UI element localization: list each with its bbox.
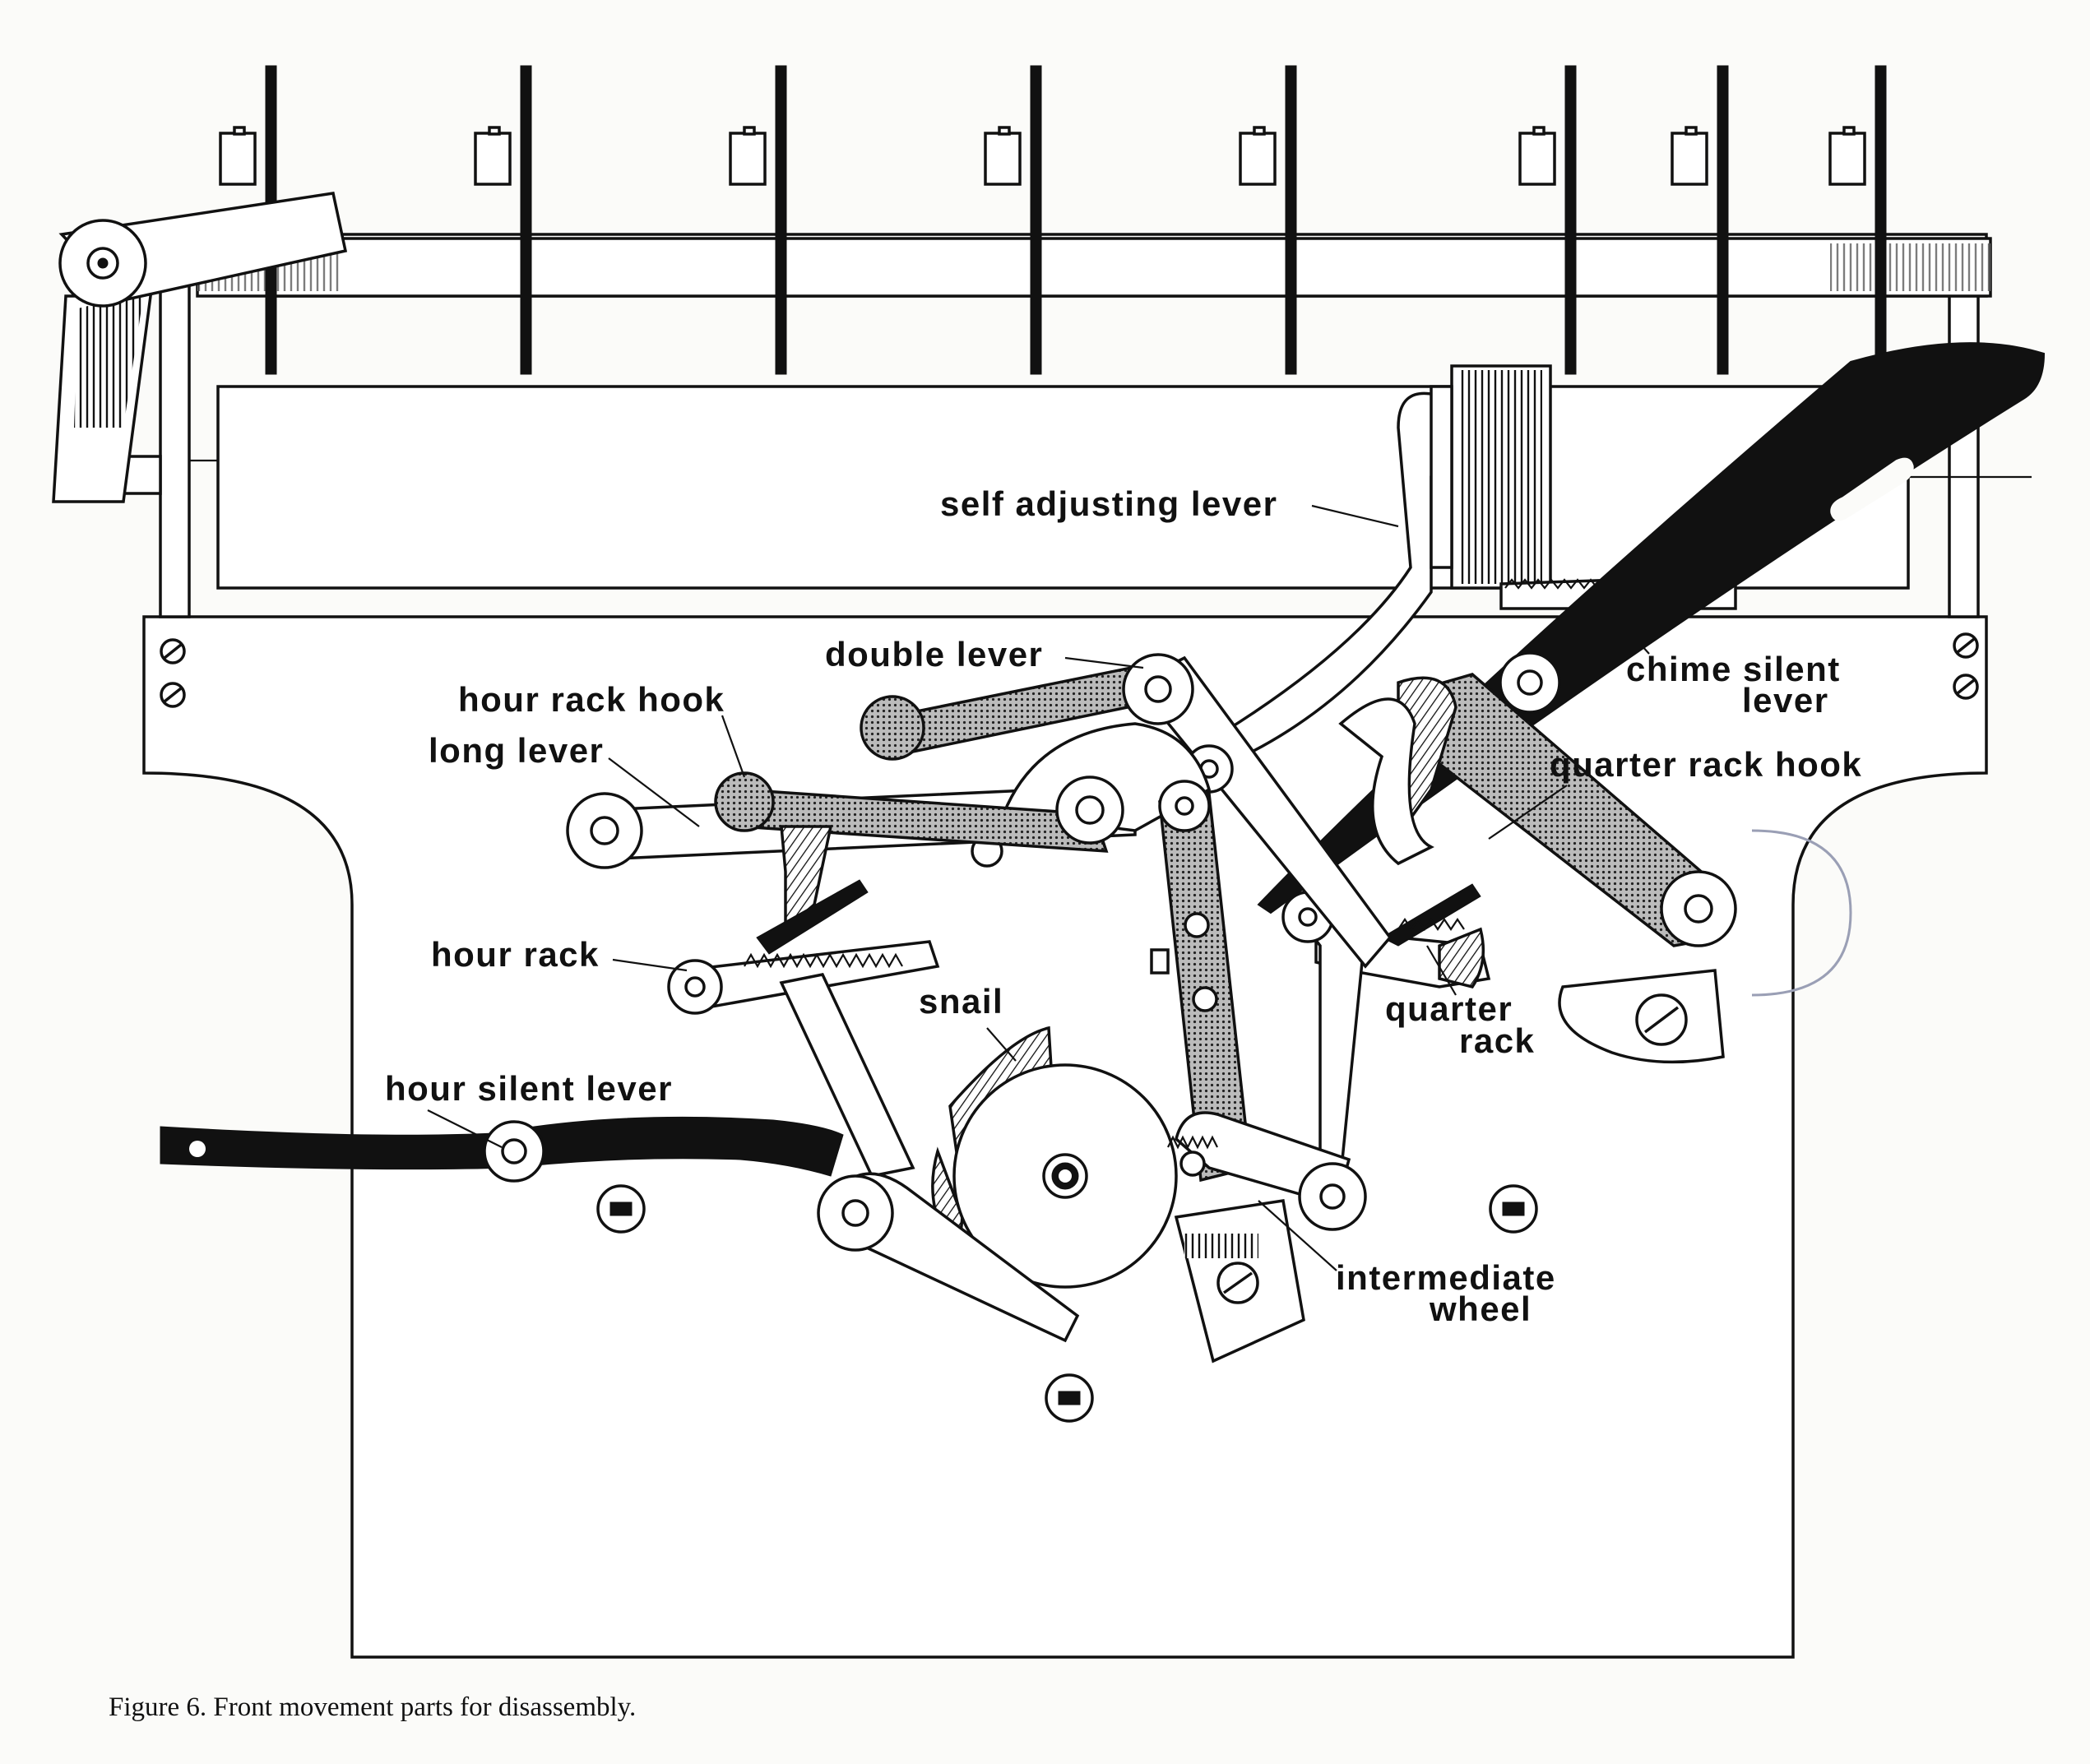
label-quarter-rack-line1: quarter xyxy=(1385,989,1513,1028)
intermediate-wheel xyxy=(1167,1111,1367,1364)
label-chime-silent-lever-line1: chime silent xyxy=(1626,650,1841,688)
rack-link xyxy=(1150,780,1252,1183)
label-hour-rack-hook: hour rack hook xyxy=(458,680,725,719)
rack-tail xyxy=(817,1172,1080,1343)
label-hour-rack: hour rack xyxy=(431,935,600,974)
hammer-row xyxy=(219,65,1887,375)
mounting-screw-icon xyxy=(596,1184,1538,1423)
label-intermediate-wheel-line1: intermediate xyxy=(1336,1258,1556,1297)
label-self-adjusting-lever: self adjusting lever xyxy=(940,484,1277,523)
label-quarter-rack-hook: quarter rack hook xyxy=(1550,745,1862,784)
label-snail: snail xyxy=(919,982,1003,1021)
figure-caption: Figure 6. Front movement parts for disas… xyxy=(109,1692,637,1722)
quarter-rack-hook xyxy=(1338,673,1737,947)
hammer-shaft xyxy=(196,237,1992,298)
label-double-lever: double lever xyxy=(825,635,1043,674)
self-adjusting-lever xyxy=(1215,364,1737,763)
hour-rack-hook xyxy=(714,771,1124,933)
label-quarter-rack-line2: rack xyxy=(1459,1021,1535,1060)
hammer-lift-arm xyxy=(52,192,348,503)
label-hour-silent-lever: hour silent lever xyxy=(385,1069,673,1108)
label-intermediate-wheel-line2: wheel xyxy=(1429,1289,1532,1328)
bracket-with-screw xyxy=(1558,969,1725,1064)
label-long-lever: long lever xyxy=(429,731,604,770)
hour-rack xyxy=(667,879,940,1178)
plate-screw-icon xyxy=(160,632,1979,708)
label-chime-silent-lever-line2: lever xyxy=(1742,681,1829,720)
leader-lines xyxy=(427,504,1650,1271)
